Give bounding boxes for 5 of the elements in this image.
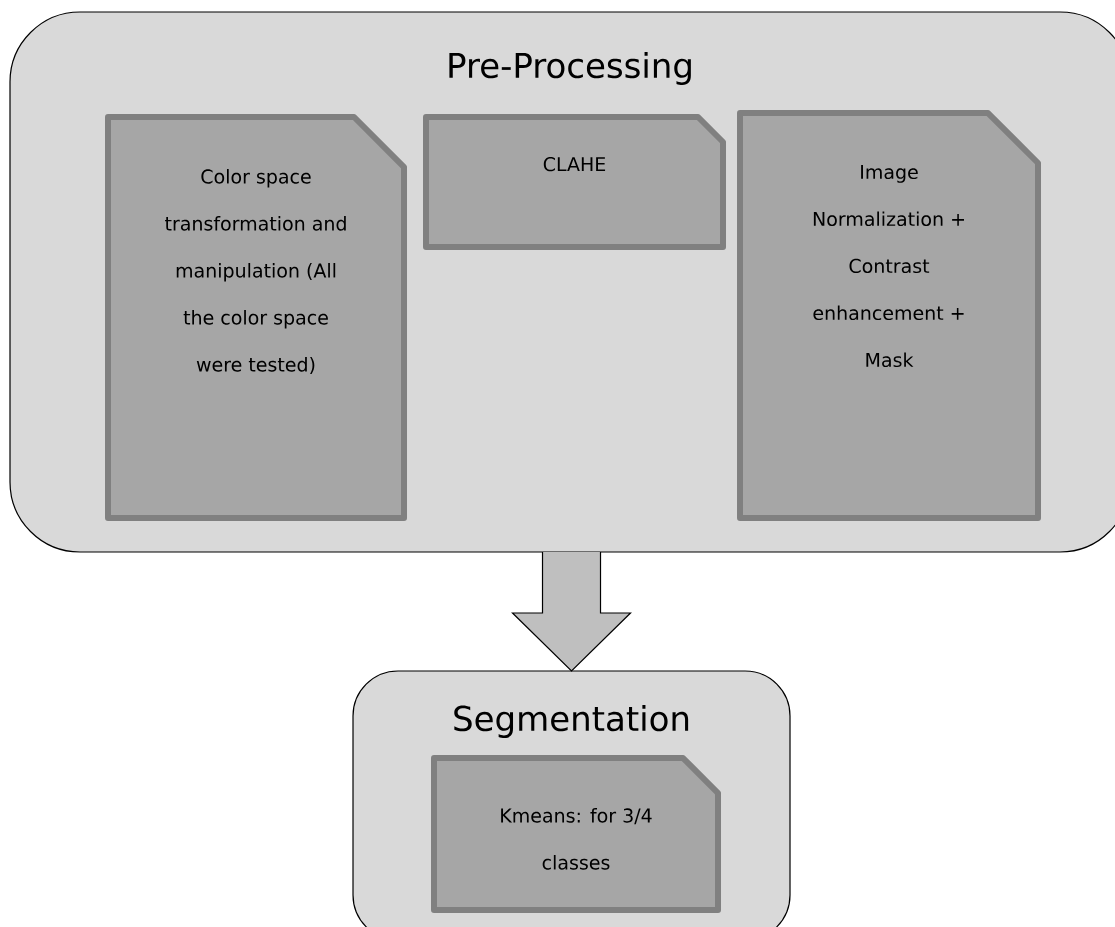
document-box: Image Normalization + Contrast enhancement + Mask bbox=[737, 110, 1041, 521]
document-box: Kmeans: for 3/4 classes bbox=[431, 755, 721, 913]
document-box: Color space transformation and manipulation (All the color space were tested) bbox=[105, 114, 407, 521]
document-box: CLAHE bbox=[423, 114, 726, 250]
block-arrow bbox=[511, 551, 632, 672]
